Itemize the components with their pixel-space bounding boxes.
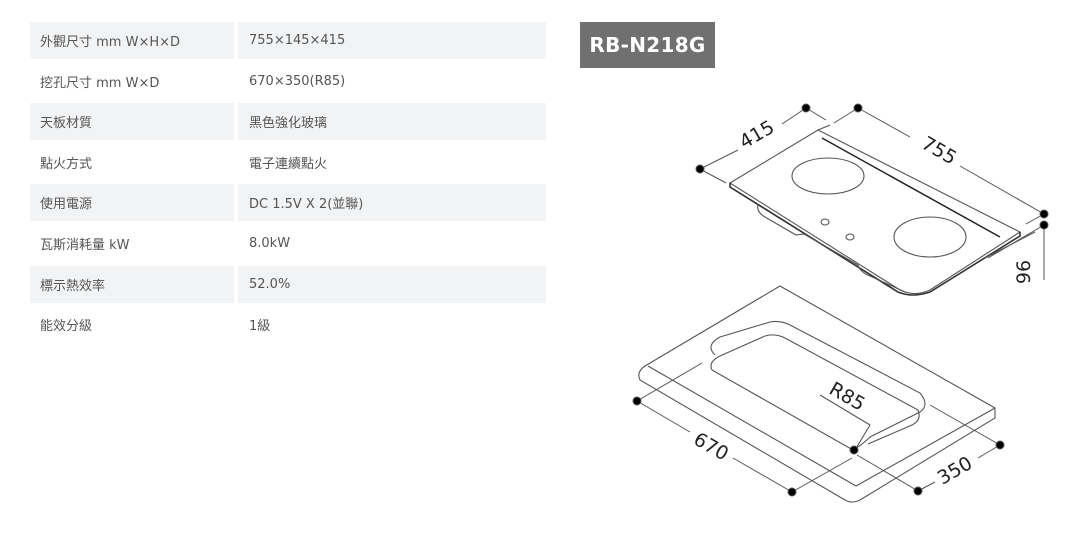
cooktop-top-surface <box>728 129 1022 295</box>
countertop-front-edge <box>647 365 857 487</box>
cooktop-drawing <box>728 124 1036 296</box>
extension-line <box>929 404 1001 446</box>
dim-point <box>853 103 863 113</box>
knob-right <box>845 233 855 241</box>
dim-line-670-a <box>636 400 691 433</box>
dim-label-radius: R85 <box>825 378 868 416</box>
spec-row: 挖孔尺寸 mm W×D 670×350(R85) <box>30 63 546 100</box>
dim-point <box>695 164 705 174</box>
dim-point <box>1039 220 1049 230</box>
extension-line <box>636 362 703 402</box>
dim-line-755-b <box>959 165 1045 215</box>
spec-label: 天板材質 <box>30 103 234 141</box>
dim-label-cutout-width: 670 <box>690 428 732 465</box>
dim-label-height: 96 <box>1013 260 1035 284</box>
spec-row: 使用電源 DC 1.5V X 2(並聯) <box>30 184 546 222</box>
cooktop-rear-line <box>817 124 831 131</box>
spec-value: 黑色強化玻璃 <box>238 103 546 141</box>
radius-leader <box>854 424 871 451</box>
dim-point <box>801 103 811 113</box>
control-strip-line <box>821 137 1001 238</box>
countertop-drawing <box>638 285 996 503</box>
burner-left <box>791 157 865 195</box>
extension-line <box>791 457 853 493</box>
dim-label-depth: 415 <box>736 116 778 153</box>
spec-value: 電子連續點火 <box>249 156 328 172</box>
spec-row: 天板材質 黑色強化玻璃 <box>30 103 546 141</box>
spec-value: 670×350(R85) <box>249 73 346 89</box>
spec-row: 外觀尺寸 mm W×H×D 755×145×415 <box>30 22 546 59</box>
spec-value: DC 1.5V X 2(並聯) <box>238 184 546 222</box>
dim-point <box>913 486 923 496</box>
cutout-hole <box>710 334 920 445</box>
spec-value: 1級 <box>249 319 271 335</box>
spec-label: 挖孔尺寸 mm W×D <box>40 75 160 91</box>
spec-row: 瓦斯消耗量 kW 8.0kW <box>30 225 546 262</box>
dim-point <box>995 440 1005 450</box>
spec-label: 使用電源 <box>30 184 234 222</box>
dim-line-415-a <box>699 149 739 170</box>
dim-line-670-b <box>732 457 793 493</box>
cooktop-front-edge <box>729 183 1021 296</box>
spec-label: 點火方式 <box>40 156 93 172</box>
dim-point <box>632 396 642 406</box>
cutout-front <box>711 369 854 451</box>
countertop-right-edge <box>855 407 996 487</box>
dim-point <box>1039 209 1049 219</box>
spec-label: 標示熱效率 <box>30 265 234 303</box>
cooktop-body <box>757 203 906 293</box>
cutout-outer <box>710 320 926 451</box>
dim-label-cutout-depth: 350 <box>934 452 976 489</box>
knob-left <box>820 218 830 226</box>
countertop-top <box>638 285 996 503</box>
dim-point <box>849 445 859 455</box>
radius-leader <box>819 394 871 426</box>
spec-label: 外觀尺寸 mm W×H×D <box>30 22 234 59</box>
spec-table: 外觀尺寸 mm W×H×D 755×145×415 挖孔尺寸 mm W×D 67… <box>30 22 546 347</box>
burner-right <box>893 216 967 258</box>
dim-line-415-b <box>781 107 807 125</box>
extension-line <box>699 168 727 184</box>
extension-line <box>987 224 1045 259</box>
cutout-dimensions <box>632 362 1005 497</box>
spec-label: 能效分級 <box>40 319 93 335</box>
spec-row: 能效分級 1級 <box>30 306 546 343</box>
dim-label-width: 755 <box>918 132 960 169</box>
spec-value: 755×145×415 <box>238 22 546 59</box>
dim-line-755-a <box>857 107 911 138</box>
spec-value: 8.0kW <box>249 235 291 251</box>
spec-row: 點火方式 電子連續點火 <box>30 144 546 181</box>
spec-value: 52.0% <box>238 265 546 303</box>
spec-label: 瓦斯消耗量 kW <box>40 237 130 253</box>
extension-line <box>833 107 859 124</box>
cooktop-dimensions <box>695 103 1049 280</box>
model-badge: RB-N218G <box>580 22 715 68</box>
spec-row: 標示熱效率 52.0% <box>30 265 546 303</box>
dim-point <box>787 487 797 497</box>
extension-line <box>856 454 919 492</box>
